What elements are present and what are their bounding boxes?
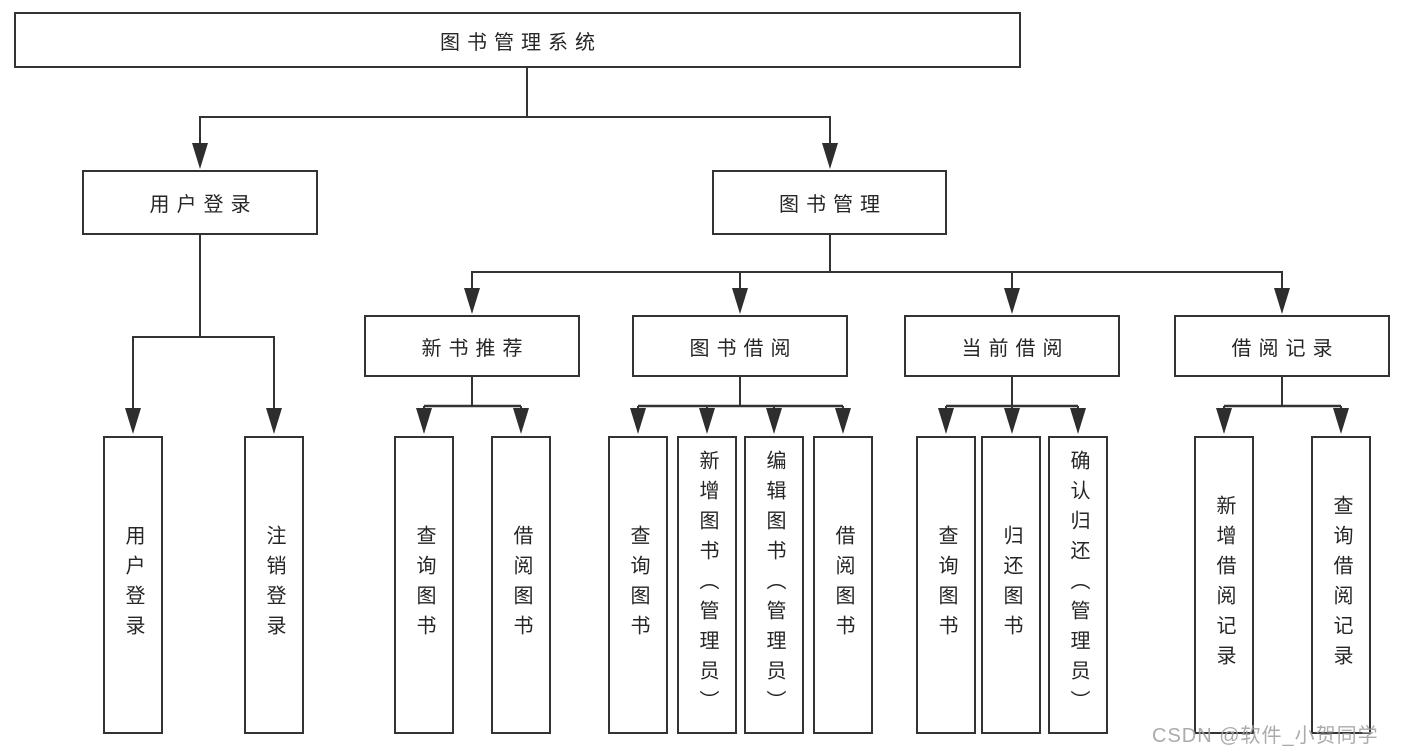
- node-current-borrowing: 当前借阅: [904, 315, 1120, 377]
- node-book-borrowing: 图书借阅: [632, 315, 848, 377]
- node-book-management: 图书管理: [712, 170, 947, 235]
- node-label: 用户登录: [149, 194, 258, 216]
- arrowhead-icon: [1004, 288, 1020, 314]
- leaf-label: 归还图书: [1000, 525, 1022, 645]
- leaf-add-books-admin: 新增图书（管理员）: [677, 436, 737, 734]
- node-library-management-system: 图书管理系统: [14, 12, 1021, 68]
- csdn-watermark: CSDN @软件_小贺同学: [1152, 725, 1379, 747]
- leaf-label: 用户登录: [122, 525, 144, 645]
- arrowhead-icon: [1004, 408, 1020, 434]
- arrowhead-icon: [1216, 408, 1232, 434]
- leaf-add-borrow-record: 新增借阅记录: [1194, 436, 1254, 734]
- arrowhead-icon: [1333, 408, 1349, 434]
- leaf-query-books-borrow: 查询图书: [608, 436, 668, 734]
- arrowhead-icon: [416, 408, 432, 434]
- leaf-edit-books-admin: 编辑图书（管理员）: [744, 436, 804, 734]
- arrowhead-icon: [699, 408, 715, 434]
- arrowhead-icon: [732, 288, 748, 314]
- leaf-borrow-books: 借阅图书: [813, 436, 873, 734]
- arrowhead-icon: [630, 408, 646, 434]
- leaf-label: 借阅图书: [832, 525, 854, 645]
- node-new-book-recommendation: 新书推荐: [364, 315, 580, 377]
- leaf-user-login: 用户登录: [103, 436, 163, 734]
- node-label: 图书管理: [779, 194, 887, 216]
- leaf-label: 查询图书: [413, 525, 435, 645]
- leaf-query-borrow-record: 查询借阅记录: [1311, 436, 1371, 734]
- arrowhead-icon: [513, 408, 529, 434]
- node-borrowing-records: 借阅记录: [1174, 315, 1390, 377]
- leaf-label: 查询图书: [627, 525, 649, 645]
- node-label: 图书管理系统: [440, 31, 602, 54]
- leaf-label: 借阅图书: [510, 525, 532, 645]
- leaf-logout-login: 注销登录: [244, 436, 304, 734]
- node-label: 借阅记录: [1231, 337, 1340, 360]
- leaf-label: 新增借阅记录: [1213, 495, 1235, 675]
- arrowhead-icon: [192, 143, 208, 169]
- leaf-label: 查询借阅记录: [1330, 495, 1352, 675]
- leaf-label: 查询图书: [935, 525, 957, 645]
- arrowhead-icon: [125, 408, 141, 434]
- arrowhead-icon: [266, 408, 282, 434]
- arrowhead-icon: [1070, 408, 1086, 434]
- arrowhead-icon: [766, 408, 782, 434]
- leaf-return-books: 归还图书: [981, 436, 1041, 734]
- node-label: 当前借阅: [961, 337, 1070, 360]
- leaf-query-books-current: 查询图书: [916, 436, 976, 734]
- node-user-login: 用户登录: [82, 170, 318, 235]
- arrowhead-icon: [1274, 288, 1290, 314]
- leaf-borrow-books-recommend: 借阅图书: [491, 436, 551, 734]
- arrowhead-icon: [938, 408, 954, 434]
- leaf-query-books-recommend: 查询图书: [394, 436, 454, 734]
- leaf-confirm-return-admin: 确认归还（管理员）: [1048, 436, 1108, 734]
- leaf-label: 新增图书（管理员）: [696, 450, 718, 720]
- leaf-label: 注销登录: [263, 525, 285, 645]
- node-label: 图书借阅: [689, 337, 798, 360]
- arrowhead-icon: [464, 288, 480, 314]
- arrowhead-icon: [835, 408, 851, 434]
- node-label: 新书推荐: [421, 337, 530, 360]
- leaf-label: 确认归还（管理员）: [1067, 450, 1089, 720]
- arrowhead-icon: [822, 143, 838, 169]
- leaf-label: 编辑图书（管理员）: [763, 450, 785, 720]
